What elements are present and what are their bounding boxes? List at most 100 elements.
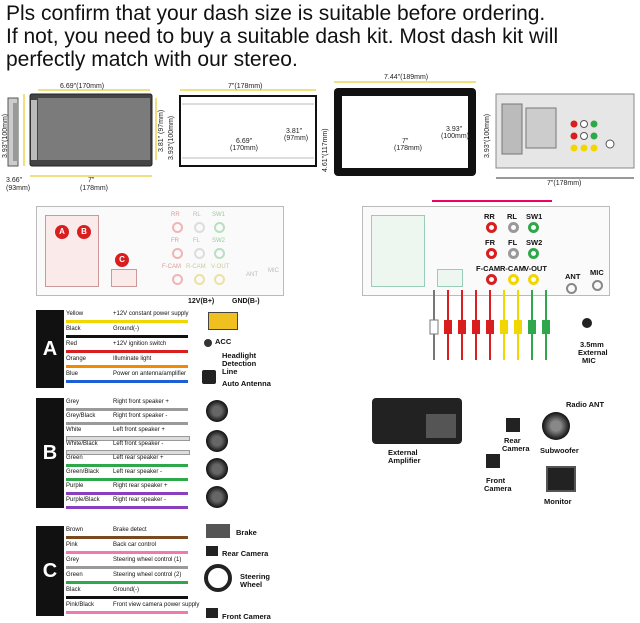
wire-color-name: Green (66, 455, 83, 461)
frame-inner-w-mm-dim: (178mm) (394, 145, 423, 152)
left-sw1-label: SW1 (212, 212, 226, 218)
rca-cable-bundle (429, 290, 550, 360)
right-rcam-label: R-CAM (500, 264, 525, 273)
bplus-label: 12V(B+) (188, 298, 215, 305)
mic-external-label: External (578, 348, 608, 357)
frame-inner-h-dim: 3.93" (446, 126, 463, 133)
wire-function: Steering wheel control (2) (113, 572, 182, 578)
right-sw1-jack (528, 222, 539, 233)
frame-height-dim: 4.61"(117mm) (322, 128, 329, 172)
left-rr-jack (172, 222, 183, 233)
steering-label: Steering (240, 572, 271, 581)
right-fr-jack (486, 248, 497, 259)
monitor-label: Monitor (544, 497, 572, 506)
wire-function: Power on antenna/amplifier (113, 371, 187, 377)
right-ant-jack (566, 283, 577, 294)
cage-inner-w-mm-dim: (170mm) (230, 145, 259, 152)
right-ant-label: ANT (565, 272, 581, 281)
brake-label: Brake (236, 528, 257, 537)
wire-line (66, 581, 188, 584)
wire-color-name: Red (66, 341, 78, 347)
key-icon (204, 339, 212, 347)
headline-line-1: Pls confirm that your dash size is suita… (6, 2, 546, 25)
headline-line-3: perfectly match with our stereo. (6, 48, 298, 71)
back-height-dim: 3.93"(100mm) (484, 113, 491, 158)
wire-line (66, 436, 190, 441)
cage-outline (179, 95, 317, 167)
right-sw2-jack (528, 248, 539, 259)
acc-label: ACC (215, 337, 232, 346)
wire-line (66, 422, 188, 425)
mic-mic-label: MIC (582, 356, 596, 365)
group-a-letter: A (36, 310, 64, 388)
headlight-label: Headlight (222, 351, 257, 360)
brake-icon (206, 524, 230, 538)
wire-function: Illuminate light (113, 356, 152, 362)
harness-dashed-top (432, 200, 552, 206)
wire-line (66, 478, 188, 481)
right-rcam-jack (508, 274, 519, 285)
wire-color-name: Grey (66, 399, 80, 405)
headline: Pls confirm that your dash size is suita… (6, 2, 636, 71)
left-fl-jack (194, 248, 205, 259)
cage-height-dim: 3.93"(100mm) (168, 115, 175, 160)
right-mic-label: MIC (590, 268, 604, 277)
rear-camera-icon (206, 546, 218, 556)
wire-color-name: White (66, 427, 82, 433)
left-fl-label: FL (193, 238, 201, 244)
left-vout-jack (214, 274, 225, 285)
frame-top-dim: 7.44"(189mm) (384, 74, 429, 81)
speaker-icon-front-right (206, 400, 228, 422)
right-fr-label: FR (485, 238, 495, 247)
right-aux-plug (437, 269, 463, 287)
front-height-right-dim: 3.81" (97mm) (158, 109, 165, 152)
cage-inner-w-dim: 6.69" (236, 138, 253, 145)
front-camera-label: Front Camera (222, 612, 271, 621)
left-ant-label: ANT (246, 272, 258, 278)
right-harness-plug (371, 215, 425, 287)
left-fr-label: FR (171, 238, 179, 244)
stereo-screen (38, 98, 150, 160)
wire-line (66, 350, 188, 353)
wire-function: Steering wheel control (1) (113, 557, 182, 563)
left-fr-jack (172, 248, 183, 259)
wire-line (66, 492, 188, 495)
radio-ant-label: Radio ANT (566, 400, 605, 409)
wire-color-name: Pink/Black (66, 602, 95, 608)
wire-line (66, 335, 188, 338)
wheel-label: Wheel (240, 580, 263, 589)
wire-line (66, 611, 188, 614)
wire-function: Right rear speaker + (113, 483, 168, 489)
speaker-icon-front-left (206, 430, 228, 452)
wire-line (66, 551, 188, 554)
detection-label: Detection (222, 359, 257, 368)
right-rr-jack (486, 222, 497, 233)
auto-antenna-label: Auto Antenna (222, 379, 271, 388)
wire-color-name: Grey/Black (66, 413, 96, 419)
speaker-icon-rear-left (206, 458, 228, 480)
front-camera-right-label: Camera (484, 484, 512, 493)
right-rr-label: RR (484, 212, 495, 221)
plug-a-marker: A (55, 225, 69, 239)
wire-color-name: Purple/Black (66, 497, 100, 503)
wire-function: Ground(-) (113, 587, 140, 593)
wire-color-name: Green (66, 572, 83, 578)
plug-c-marker: C (115, 253, 129, 267)
frame-inner-h-mm-dim: (100mm) (441, 133, 470, 140)
front-label: Front (486, 476, 506, 485)
steering-wheel-icon (204, 564, 232, 592)
speaker-icon-rear-right (206, 486, 228, 508)
wire-color-name: Grey (66, 557, 80, 563)
front-bottom-mm-dim: (178mm) (80, 185, 109, 192)
right-rl-jack (508, 222, 519, 233)
front-width-dim: 6.69"(170mm) (60, 83, 105, 90)
group-b-letter: B (36, 398, 64, 508)
cage-inner-h-mm-dim: (97mm) (284, 135, 309, 142)
front-height-left-dim: 3.93"(100mm) (2, 113, 9, 158)
cage-top-dim: 7"(178mm) (228, 83, 263, 90)
wire-function: Back car control (113, 542, 157, 548)
left-rl-jack (194, 222, 205, 233)
stereo-side-depth (13, 103, 18, 161)
wire-color-name: Brown (66, 527, 84, 533)
left-sw2-jack (214, 248, 225, 259)
